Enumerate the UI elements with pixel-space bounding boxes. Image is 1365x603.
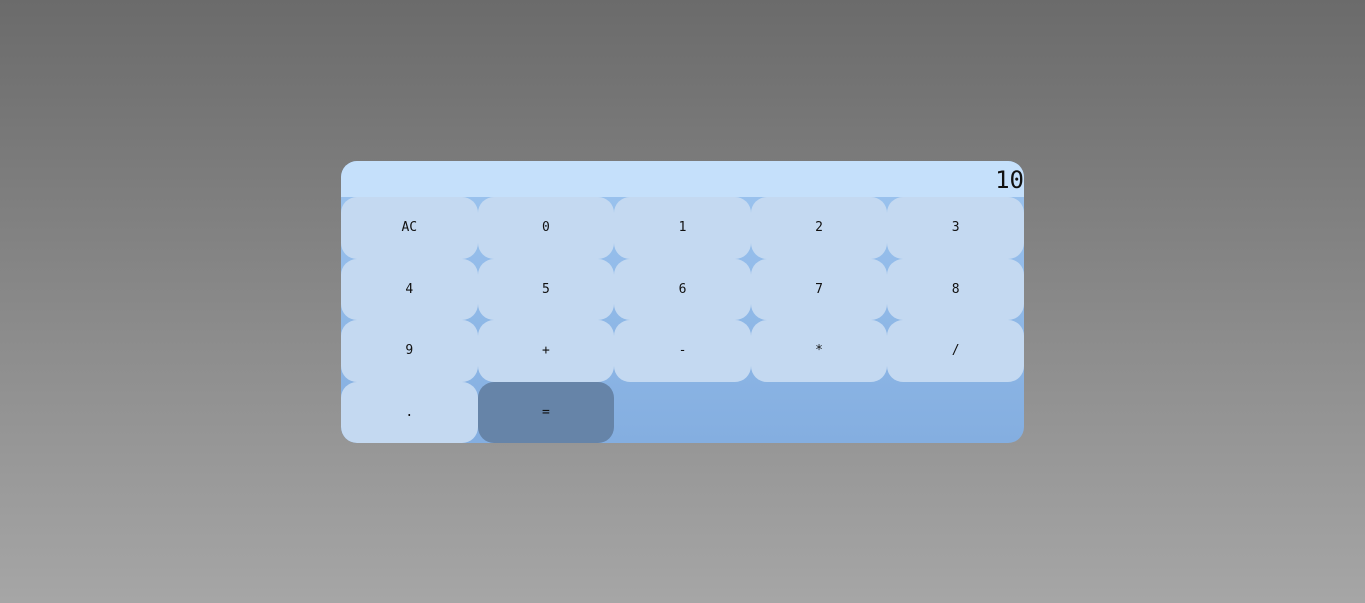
digit-9-button[interactable]: 9: [341, 320, 478, 382]
digit-5-button[interactable]: 5: [477, 258, 615, 320]
decimal-button[interactable]: .: [341, 381, 478, 443]
calculator-display: 10: [341, 161, 1024, 197]
digit-0-button[interactable]: 0: [477, 197, 615, 259]
digit-2-button[interactable]: 2: [750, 197, 888, 259]
digit-8-button[interactable]: 8: [887, 258, 1024, 320]
digit-6-button[interactable]: 6: [614, 258, 751, 320]
display-value: 10: [995, 166, 1024, 194]
digit-1-button[interactable]: 1: [614, 197, 751, 259]
calculator: 10 AC 0 1 2 3 4 5 6 7 8 9 + - * / . =: [341, 161, 1024, 443]
keypad: AC 0 1 2 3 4 5 6 7 8 9 + - * / . =: [341, 197, 1024, 443]
digit-4-button[interactable]: 4: [341, 258, 478, 320]
add-button[interactable]: +: [477, 320, 615, 382]
clear-button[interactable]: AC: [341, 197, 478, 259]
equals-button[interactable]: =: [477, 381, 615, 443]
digit-7-button[interactable]: 7: [750, 258, 888, 320]
digit-3-button[interactable]: 3: [887, 197, 1024, 259]
divide-button[interactable]: /: [887, 320, 1024, 382]
multiply-button[interactable]: *: [750, 320, 888, 382]
subtract-button[interactable]: -: [614, 320, 751, 382]
